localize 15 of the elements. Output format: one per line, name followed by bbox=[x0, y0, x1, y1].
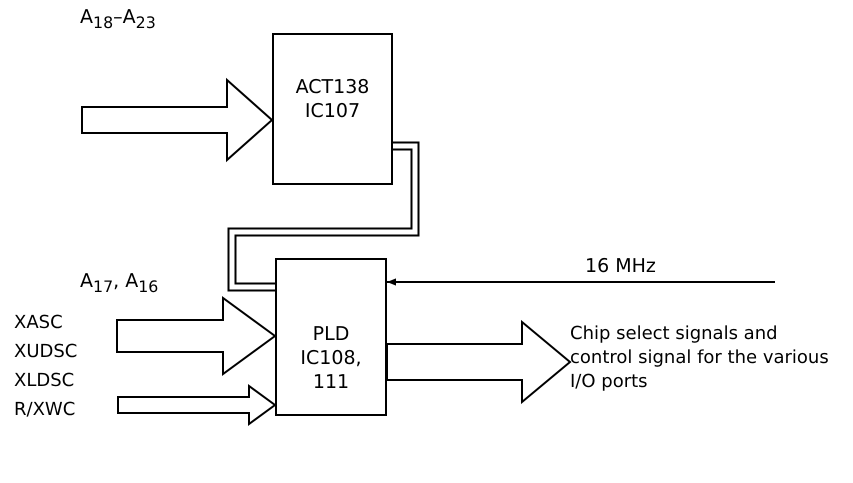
ic-box bbox=[275, 258, 387, 416]
signal-name: XUDSC bbox=[14, 340, 78, 364]
chip-label: ACT138 IC107 bbox=[294, 75, 370, 123]
bus-arrow bbox=[386, 320, 572, 404]
signal-name: R/XWC bbox=[14, 398, 76, 422]
output-description: Chip select signals and control signal for the various I/O ports bbox=[570, 322, 830, 394]
signal-name: XLDSC bbox=[14, 369, 76, 393]
bus-arrow bbox=[117, 384, 277, 426]
signal-name: XASC bbox=[14, 311, 64, 335]
chip-label: PLD IC108, 111 bbox=[299, 322, 363, 394]
bus-arrow bbox=[116, 296, 277, 376]
bus-arrow bbox=[81, 78, 274, 162]
bus-line bbox=[228, 142, 420, 292]
signal-arrow bbox=[387, 278, 775, 286]
ic-box bbox=[272, 33, 393, 185]
